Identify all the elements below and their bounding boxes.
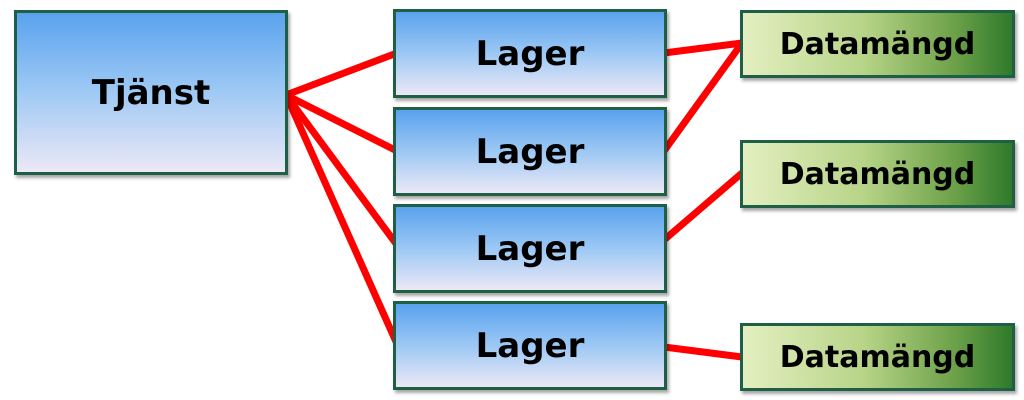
connector-service-layer-2: [282, 91, 401, 155]
connector-layer-3-dataset-2: [660, 169, 746, 244]
connector-layer-2-dataset-1: [660, 39, 746, 155]
connector-layer-4-dataset-3: [660, 343, 746, 361]
connector-service-layer-3: [282, 91, 401, 249]
dataset-label-2: Datamängd: [779, 156, 976, 192]
connector-service-layer-4: [282, 91, 401, 348]
layer-box-3: Lager: [393, 204, 667, 293]
service-box: Tjänst: [14, 10, 288, 175]
connector-service-layer-1: [282, 49, 401, 99]
connector-layer-1-dataset-1: [660, 39, 746, 57]
layer-label-2: Lager: [475, 131, 585, 172]
dataset-box-2: Datamängd: [740, 140, 1015, 208]
dataset-label-1: Datamängd: [779, 26, 976, 62]
layer-box-1: Lager: [393, 9, 667, 98]
layer-label-4: Lager: [475, 325, 585, 366]
dataset-box-3: Datamängd: [740, 323, 1015, 391]
layer-box-4: Lager: [393, 301, 667, 390]
layer-label-1: Lager: [475, 33, 585, 74]
layer-box-2: Lager: [393, 107, 667, 196]
dataset-box-1: Datamängd: [740, 10, 1015, 78]
layer-label-3: Lager: [475, 228, 585, 269]
dataset-label-3: Datamängd: [779, 339, 976, 375]
service-label: Tjänst: [91, 72, 211, 113]
